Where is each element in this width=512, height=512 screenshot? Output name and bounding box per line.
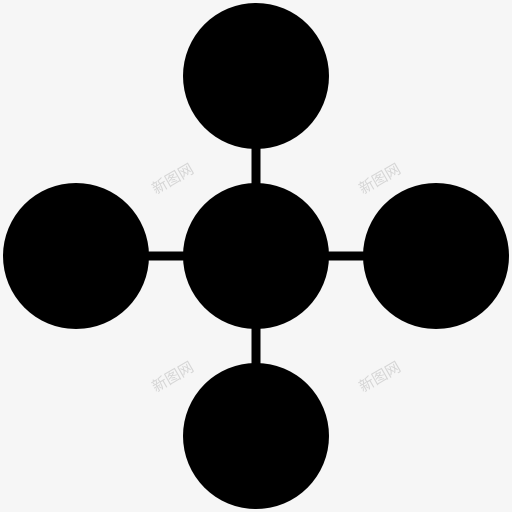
node-left bbox=[3, 183, 149, 329]
node-top bbox=[183, 3, 329, 149]
node-center bbox=[183, 183, 329, 329]
node-bottom bbox=[183, 363, 329, 509]
node-right bbox=[363, 183, 509, 329]
